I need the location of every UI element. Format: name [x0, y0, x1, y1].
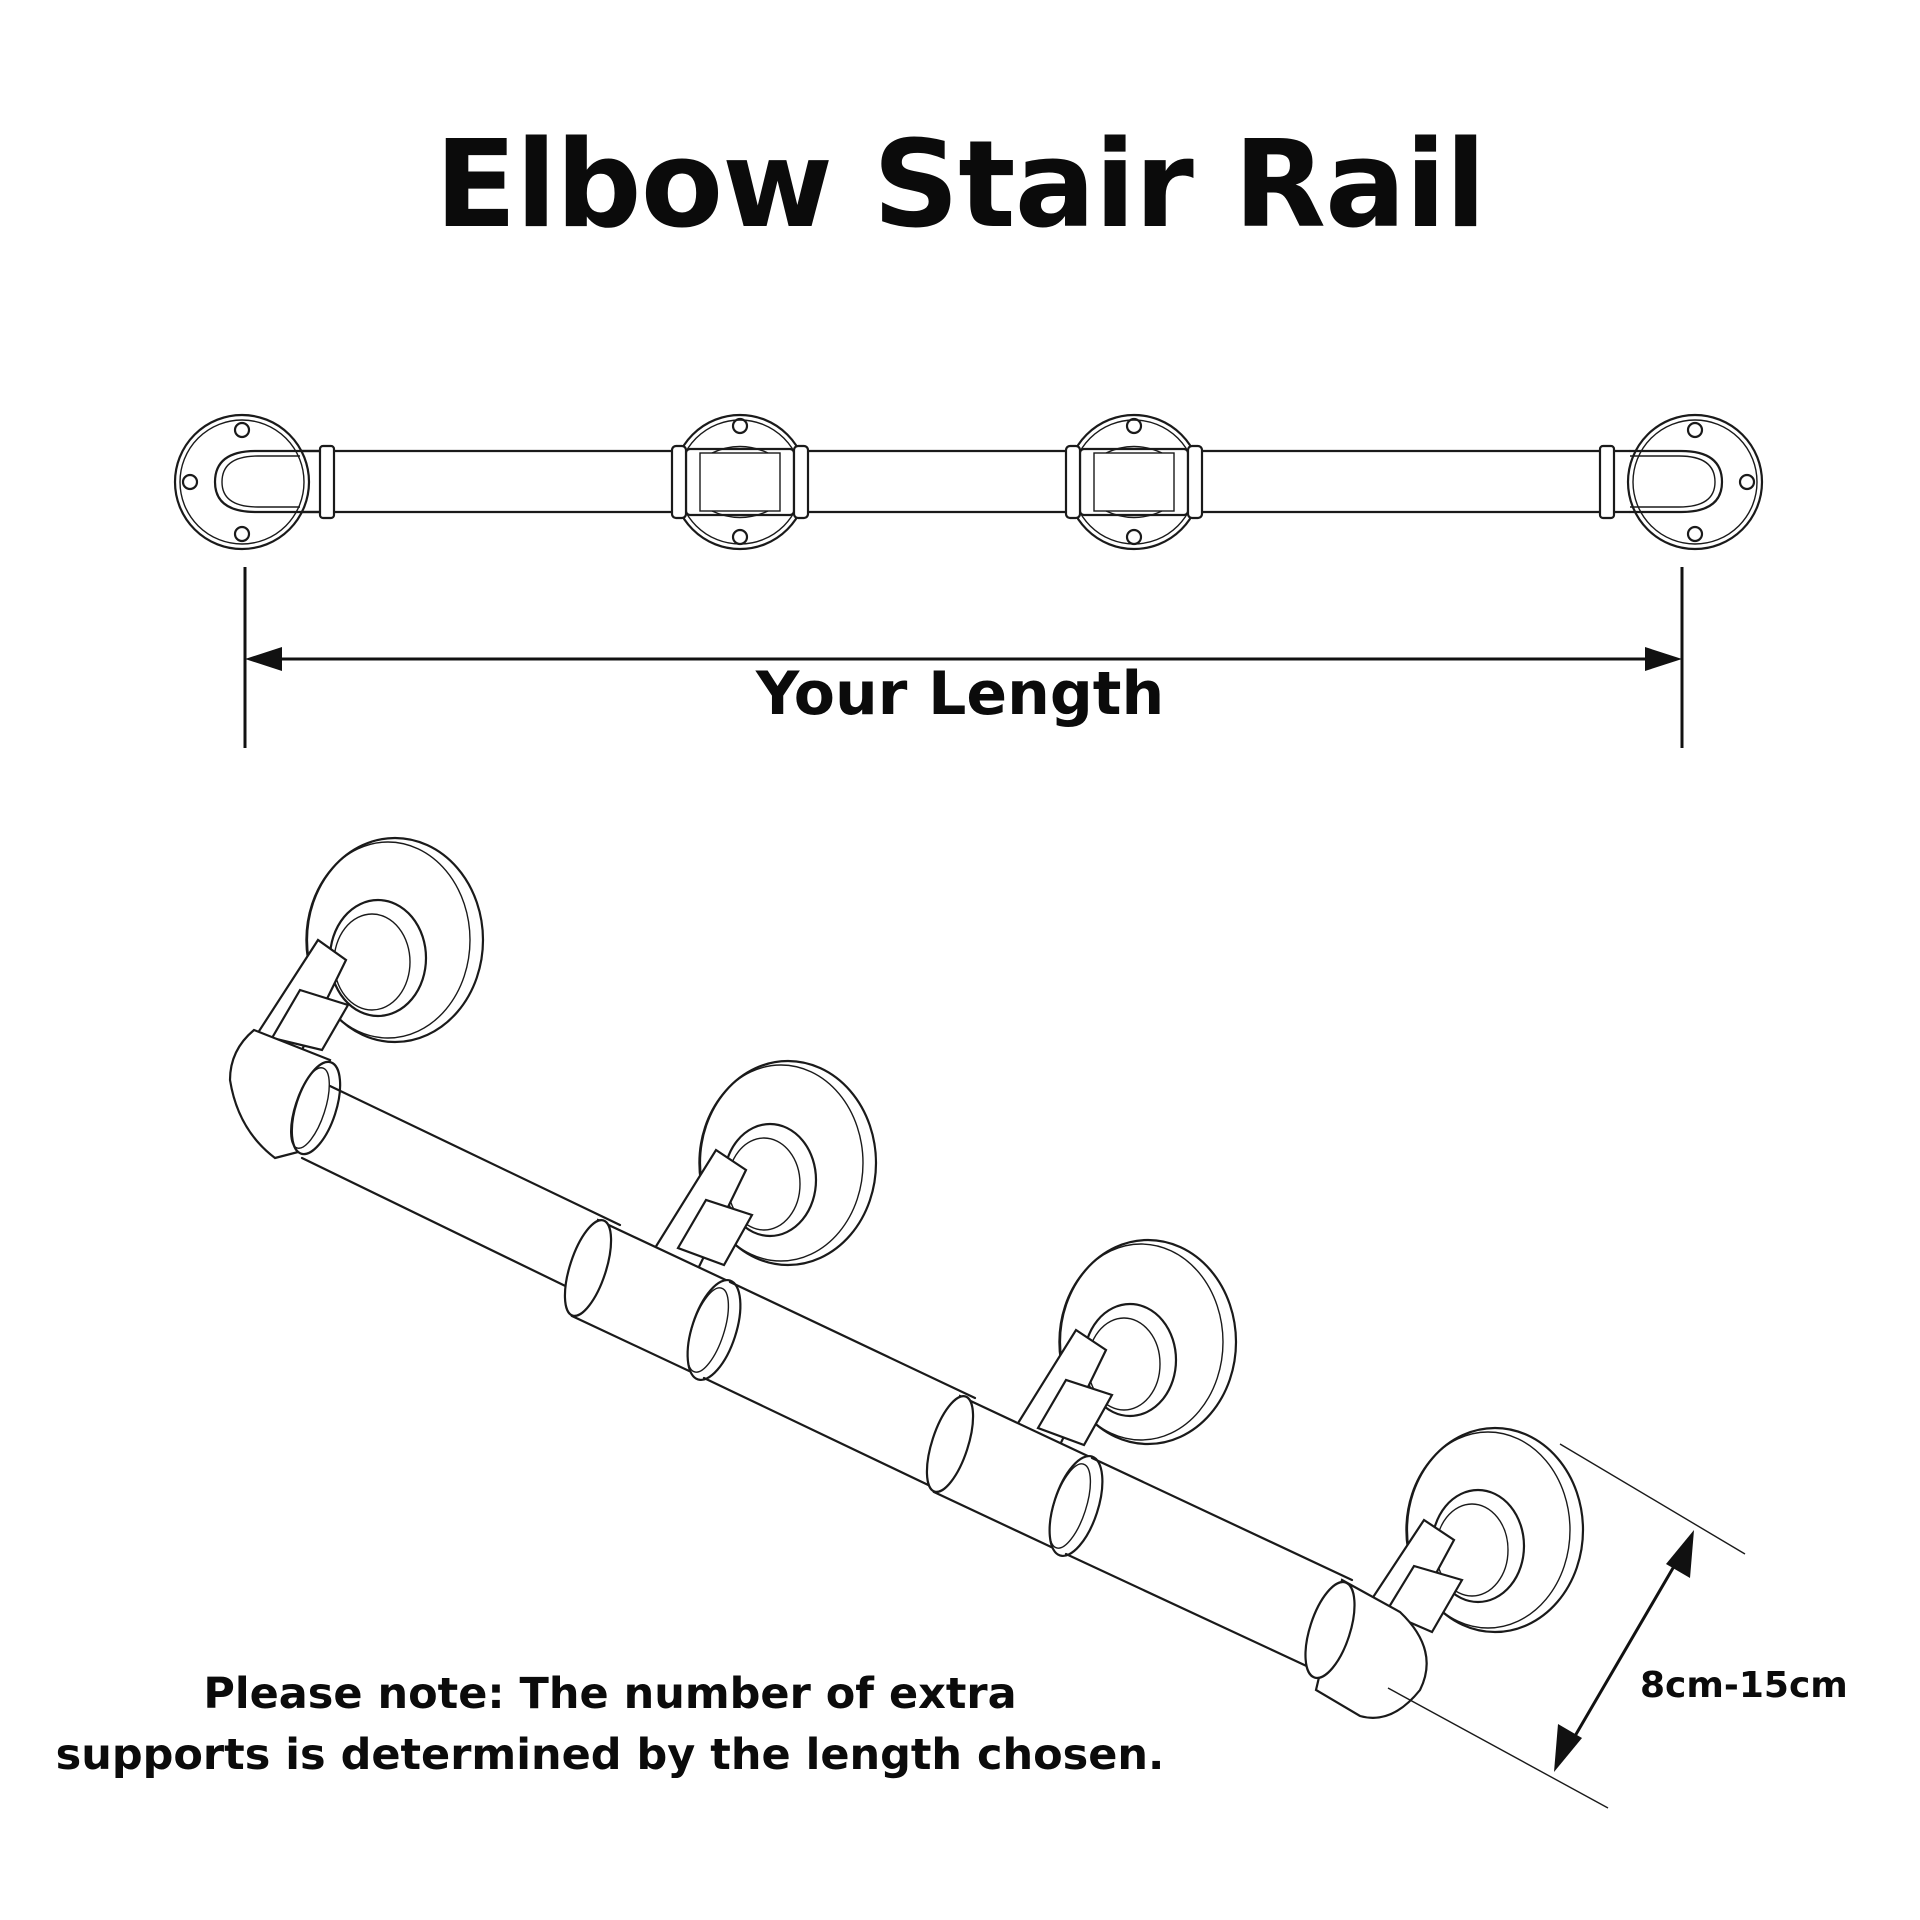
- right-elbow: [1304, 1578, 1428, 1719]
- note-line-2: supports is determined by the length cho…: [55, 1730, 1165, 1780]
- left-elbow: [228, 1028, 342, 1160]
- tee-1: [563, 1218, 742, 1382]
- top-pipe: [298, 449, 1632, 514]
- top-left-flange: [173, 413, 336, 551]
- depth-dimension-label: 8cm-15cm: [1640, 1665, 1848, 1706]
- length-dimension-label: Your Length: [755, 659, 1165, 729]
- note-line-1: Please note: The number of extra: [203, 1669, 1017, 1719]
- depth-dimension: [1387, 1443, 1746, 1809]
- length-dimension: [243, 567, 1684, 748]
- support-stub-3: [1008, 1328, 1114, 1457]
- top-support-1: [670, 413, 810, 551]
- pipe-segment-c: [1064, 1456, 1354, 1678]
- flange-1: [305, 836, 485, 1044]
- depth-arrowhead-bottom: [1554, 1724, 1582, 1772]
- arrowhead-right: [1645, 647, 1682, 671]
- arrowhead-left: [245, 647, 282, 671]
- depth-arrowhead-top: [1666, 1530, 1694, 1578]
- top-right-flange: [1598, 413, 1764, 551]
- perspective-view: [228, 836, 1746, 1809]
- top-support-2: [1064, 413, 1204, 551]
- note-text: Please note: The number of extra support…: [30, 1664, 1190, 1786]
- pipe-segment-b: [702, 1280, 977, 1495]
- diagram-title: Elbow Stair Rail: [434, 116, 1487, 255]
- top-view: [173, 413, 1764, 551]
- pipe-segment-a: [300, 1084, 622, 1299]
